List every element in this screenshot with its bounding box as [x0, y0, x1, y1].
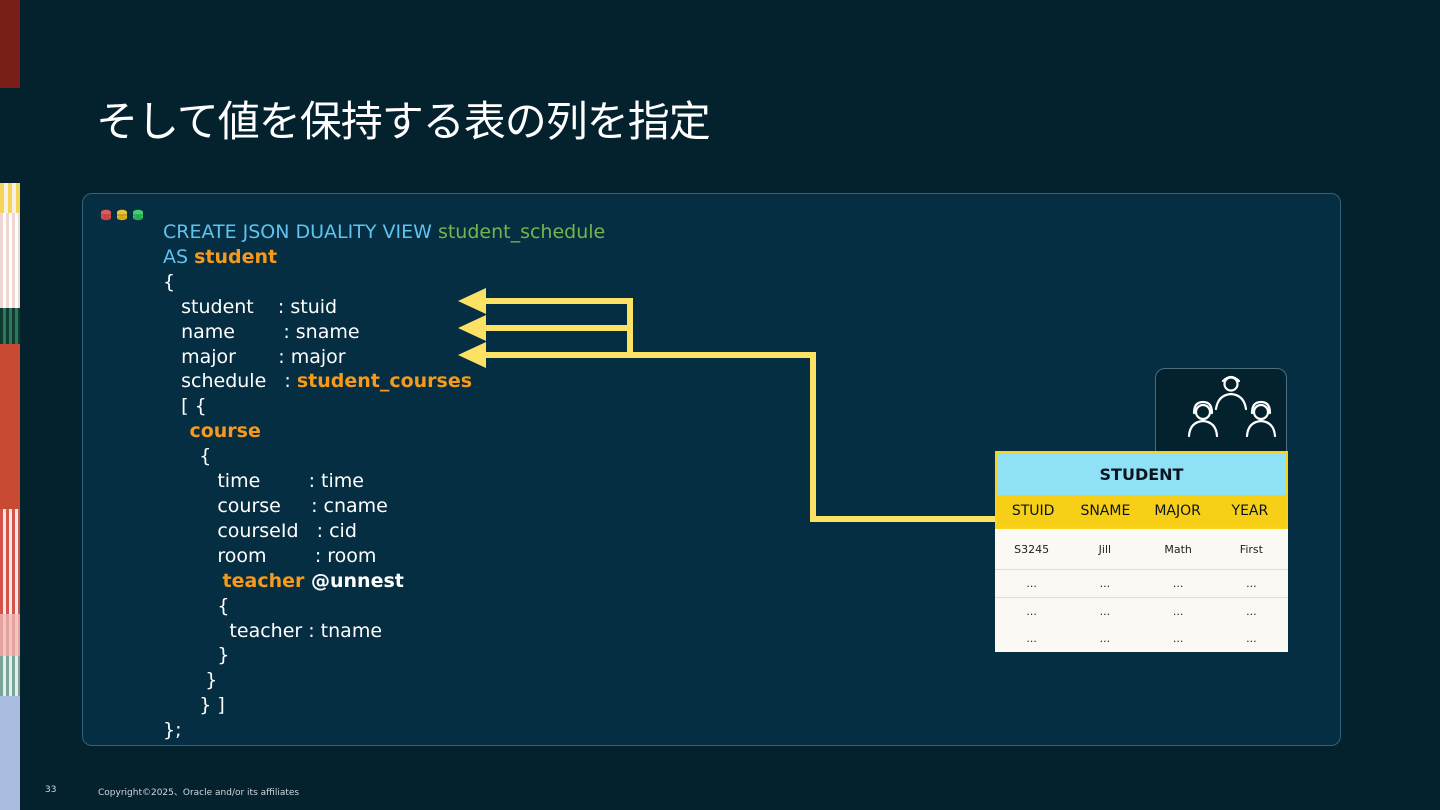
code-view-name: student_schedule: [437, 221, 606, 243]
code-table-name: teacher: [163, 569, 305, 592]
table-row: ... ... ... ...: [995, 569, 1288, 597]
code-line: {: [163, 445, 212, 468]
code-table-name: course: [163, 420, 261, 443]
table-cell: Math: [1164, 542, 1192, 556]
table-cell: Jill: [1098, 542, 1112, 556]
copyright-text: Copyright©2025、Oracle and/or its affilia…: [98, 788, 300, 798]
page-number: 33: [45, 785, 57, 795]
student-table: STUDENT STUID SNAME MAJOR YEAR S3245 Jil…: [995, 451, 1288, 652]
code-keyword-as: AS: [163, 245, 195, 268]
column-header: YEAR: [1231, 503, 1269, 519]
table-header-row: STUID SNAME MAJOR YEAR: [995, 495, 1288, 529]
code-line: room : room: [163, 544, 377, 567]
code-line: }: [163, 669, 218, 692]
table-cell: ...: [1099, 605, 1111, 618]
window-control-dots-icon: [100, 206, 144, 225]
table-cell: ...: [1246, 605, 1257, 618]
table-title: STUDENT: [995, 451, 1288, 495]
code-line: course : cname: [163, 494, 388, 517]
arrow-head-stuid: [458, 288, 486, 314]
db-yellow-icon: [116, 206, 128, 225]
code-line: schedule :: [163, 370, 297, 393]
code-line: teacher : tname: [163, 619, 383, 642]
db-green-icon: [132, 206, 144, 225]
code-line: major : major: [163, 345, 346, 368]
column-header: STUID: [1011, 503, 1055, 519]
code-line: }: [163, 644, 230, 667]
table-cell: ...: [1026, 577, 1037, 590]
arrow-head-major: [458, 342, 486, 368]
table-cell: ...: [1246, 632, 1257, 645]
table-cell: S3245: [1014, 542, 1050, 556]
code-keyword: CREATE JSON DUALITY VIEW: [163, 221, 438, 243]
slide-title: そして値を保持する表の列を指定: [96, 97, 711, 146]
column-header: SNAME: [1080, 503, 1131, 519]
table-row: ... ... ... ...: [995, 625, 1288, 652]
code-table-name: student: [194, 245, 278, 268]
code-line: {: [163, 270, 176, 293]
code-table-name: student_courses: [296, 370, 473, 393]
code-annotation: @unnest: [304, 569, 404, 592]
table-row: ... ... ... ...: [995, 597, 1288, 625]
code-line: name : sname: [163, 320, 360, 343]
arrow-stuid: [480, 298, 997, 522]
table-cell: ...: [1172, 605, 1184, 618]
code-line: [ {: [163, 395, 207, 418]
table-cell: ...: [1172, 632, 1184, 645]
column-header: MAJOR: [1154, 503, 1201, 519]
code-line: } ]: [163, 694, 225, 717]
code-line: time : time: [163, 470, 364, 493]
code-line: };: [163, 719, 182, 742]
decorative-left-strip: [0, 0, 20, 810]
table-cell: First: [1239, 542, 1263, 556]
code-line: student : stuid: [163, 295, 338, 318]
table-cell: ...: [1172, 577, 1184, 590]
arrow-head-sname: [458, 315, 486, 341]
table-cell: ...: [1099, 577, 1111, 590]
people-group-icon: [1155, 368, 1287, 460]
db-red-icon: [100, 206, 112, 225]
code-line: courseId : cid: [163, 519, 357, 542]
table-cell: ...: [1026, 605, 1037, 618]
code-block: CREATE JSON DUALITY VIEW student_schedul…: [163, 220, 605, 743]
table-cell: ...: [1246, 577, 1257, 590]
code-line: {: [163, 594, 230, 617]
table-cell: ...: [1026, 632, 1037, 645]
table-row: S3245 Jill Math First: [995, 529, 1288, 569]
table-cell: ...: [1099, 632, 1111, 645]
